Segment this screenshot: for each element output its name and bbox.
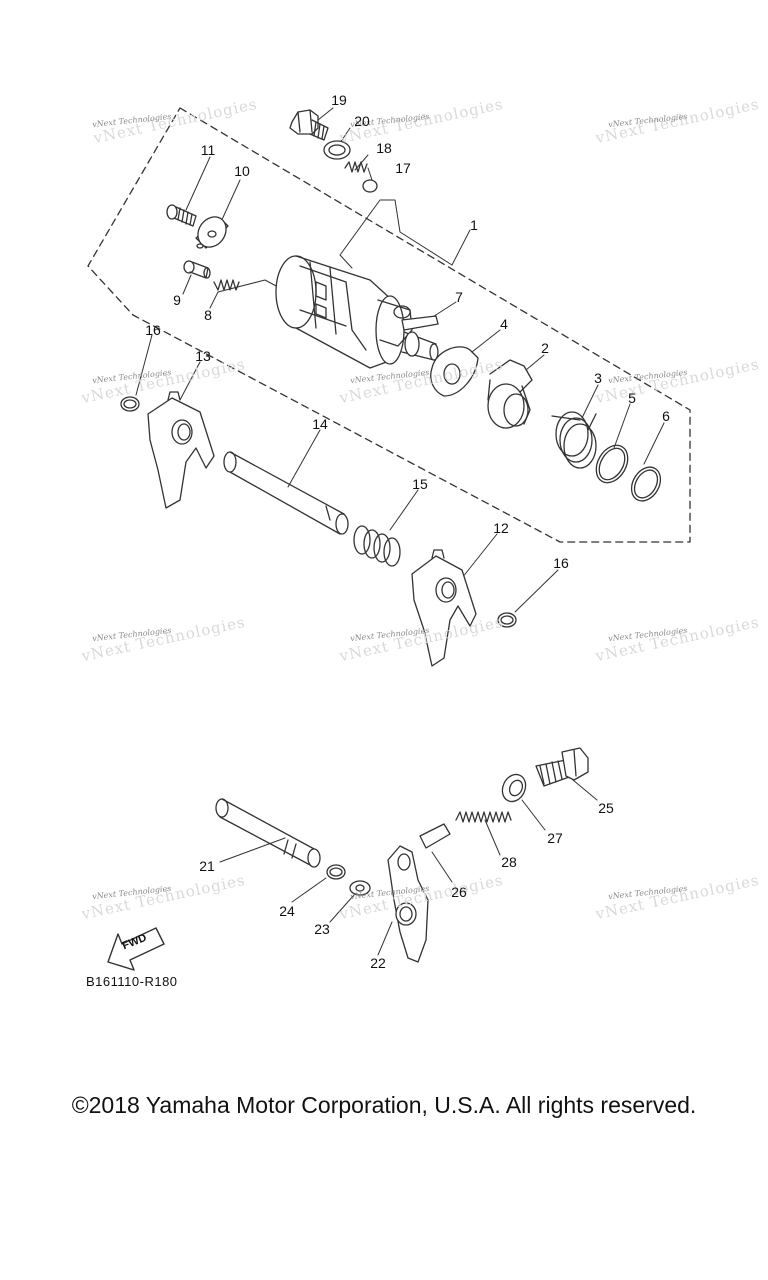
part-5-ring (595, 444, 629, 484)
callout-13: 13 (195, 348, 211, 364)
callout-1: 1 (470, 217, 478, 233)
part-2-collar (487, 359, 533, 429)
callout-25: 25 (598, 800, 614, 816)
callout-11: 11 (200, 142, 216, 158)
part-11-screw (166, 204, 197, 227)
part-7-pin (401, 315, 439, 331)
callout-22: 22 (370, 955, 386, 971)
callout-28: 28 (501, 854, 517, 870)
callout-4: 4 (500, 316, 508, 332)
assembly-boundary-dashed (87, 107, 691, 543)
part-13-shift-fork (147, 391, 215, 509)
callout-21: 21 (199, 858, 215, 874)
part-22-lever (387, 845, 429, 963)
callout-6: 6 (662, 408, 670, 424)
part-6-circlip (630, 466, 662, 502)
part-19-bolt (289, 109, 329, 141)
callout-12: 12 (493, 520, 509, 536)
part-17-ball (362, 179, 378, 193)
callout-15: 15 (412, 476, 428, 492)
callout-23: 23 (314, 921, 330, 937)
part-16-circlip-top (120, 396, 140, 412)
part-21-shaft (215, 798, 321, 868)
callout-7: 7 (455, 289, 463, 305)
callout-9: 9 (173, 292, 181, 308)
leader-lines (135, 107, 665, 956)
callout-17: 17 (395, 160, 411, 176)
part-15-spring (353, 525, 401, 567)
part-3-spring (551, 411, 597, 469)
callout-24: 24 (279, 903, 295, 919)
callout-10: 10 (234, 163, 250, 179)
part-27-washer (501, 773, 527, 803)
callout-27: 27 (547, 830, 563, 846)
part-24-ring (326, 864, 346, 880)
drawing-code: B161110-R180 (86, 974, 178, 989)
part-1-shift-drum (275, 255, 439, 369)
copyright-notice: ©2018 Yamaha Motor Corporation, U.S.A. A… (71, 1092, 697, 1118)
part-8-spring (213, 279, 240, 291)
callout-18: 18 (376, 140, 392, 156)
callout-19: 19 (331, 92, 347, 108)
callout-3: 3 (594, 370, 602, 386)
part-12-shift-fork (411, 549, 477, 667)
part-20-washer (323, 140, 351, 160)
part-14-shaft (223, 451, 349, 535)
callout-16-top: 16 (145, 322, 161, 338)
callout-2: 2 (541, 340, 549, 356)
part-28-spring (455, 811, 512, 823)
part-18-spring (344, 161, 368, 173)
part-16-circlip-bottom (497, 612, 517, 628)
callout-8: 8 (204, 307, 212, 323)
part-9-pin (183, 260, 211, 279)
callout-26: 26 (451, 884, 467, 900)
callout-20: 20 (354, 113, 370, 129)
part-26-pin (419, 823, 451, 849)
callout-14: 14 (312, 416, 328, 432)
callout-5: 5 (628, 390, 636, 406)
part-10-plate (195, 216, 229, 249)
part-25-plug (535, 747, 589, 787)
part-4-plate (430, 346, 479, 397)
part-23-washer (349, 880, 371, 896)
fwd-arrow (107, 927, 165, 971)
callout-16-bottom: 16 (553, 555, 569, 571)
